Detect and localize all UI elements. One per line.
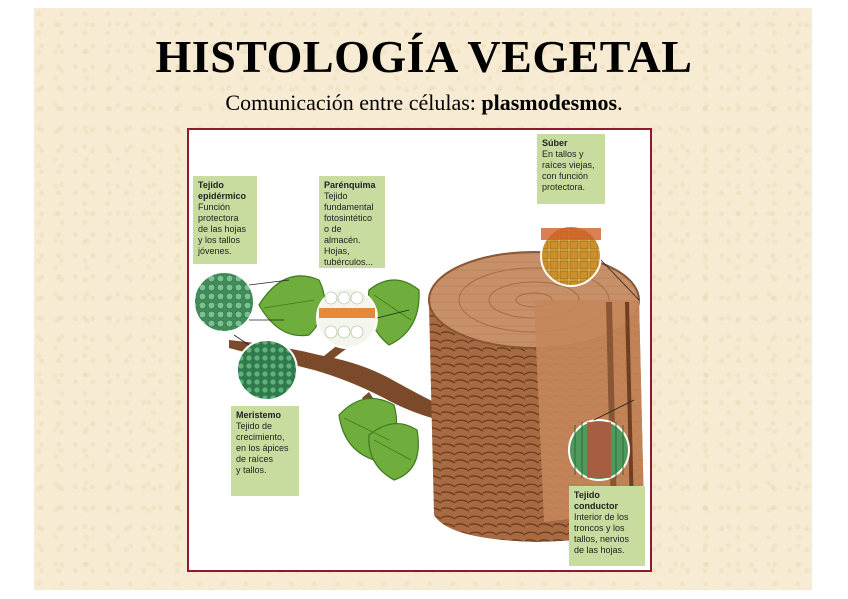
label-text: Función protectora de las hojas y los ta… — [198, 202, 252, 257]
label-tejido-conductor: Tejido conductor Interior de los troncos… — [569, 486, 645, 566]
label-text: Interior de los troncos y los tallos, ne… — [574, 512, 640, 556]
epidermal-tissue-zoom — [194, 272, 254, 332]
subtitle-period: . — [617, 90, 623, 115]
label-heading: Parénquima — [324, 180, 380, 191]
plant-tissue-figure: Tejido epidérmico Función protectora de … — [187, 128, 652, 572]
label-parenquima: Parénquima Tejido fundamental fotosintét… — [319, 176, 385, 268]
label-heading: Súber — [542, 138, 600, 149]
slide-title: HISTOLOGÍA VEGETAL — [0, 34, 848, 80]
label-heading: Tejido epidérmico — [198, 180, 252, 202]
label-text: Tejido fundamental fotosintético o de al… — [324, 191, 380, 268]
label-text: Tejido de crecimiento, en los ápices de … — [236, 421, 294, 476]
label-tejido-epidermico: Tejido epidérmico Función protectora de … — [193, 176, 257, 264]
slide-subtitle: Comunicación entre células: plasmodesmos… — [0, 92, 848, 114]
meristem-tissue-zoom — [237, 340, 297, 400]
label-suber: Súber En tallos y raíces viejas, con fun… — [537, 134, 605, 204]
label-text: En tallos y raíces viejas, con función p… — [542, 149, 600, 193]
label-meristemo: Meristemo Tejido de crecimiento, en los … — [231, 406, 299, 496]
subtitle-keyword: plasmodesmos — [481, 90, 617, 115]
label-heading: Tejido conductor — [574, 490, 640, 512]
label-heading: Meristemo — [236, 410, 294, 421]
subtitle-text: Comunicación entre células: — [225, 90, 481, 115]
